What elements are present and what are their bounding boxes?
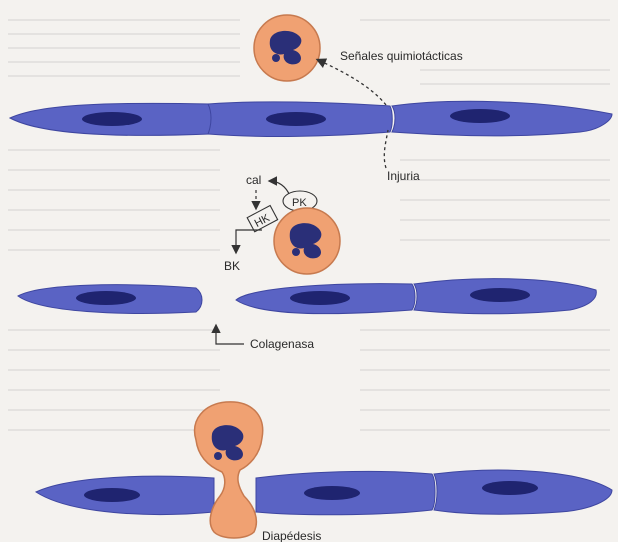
endothelium-row-2: [18, 279, 596, 314]
label-diapedesis: Diapédesis: [262, 529, 321, 542]
arrow-pk-to-cal: [270, 181, 290, 196]
chemotaxis-arrow: [318, 60, 386, 105]
label-injury: Injuria: [387, 169, 420, 183]
label-pk: PK: [292, 197, 307, 209]
label-bk: BK: [224, 259, 240, 273]
endothelium-row-1: [10, 101, 612, 136]
arrow-hk-to-bk: [236, 230, 262, 252]
endothelium-row-3: [36, 470, 612, 515]
neutrophil-top: [254, 15, 320, 81]
injury-pointer: [384, 130, 388, 168]
panel-chemotaxis: Señales quimiotácticas Injuria: [10, 15, 612, 183]
panel-diapedesis: Diapédesis: [36, 402, 612, 542]
neutrophil-diapedesis: [195, 402, 263, 538]
label-chemotactic-signals: Señales quimiotácticas: [340, 49, 463, 63]
neutrophil-middle: [274, 208, 340, 274]
collagenase-arrow: [216, 326, 244, 344]
label-collagenase: Colagenasa: [250, 337, 314, 351]
label-cal: cal: [246, 173, 261, 187]
hk-box: HK: [247, 205, 277, 231]
